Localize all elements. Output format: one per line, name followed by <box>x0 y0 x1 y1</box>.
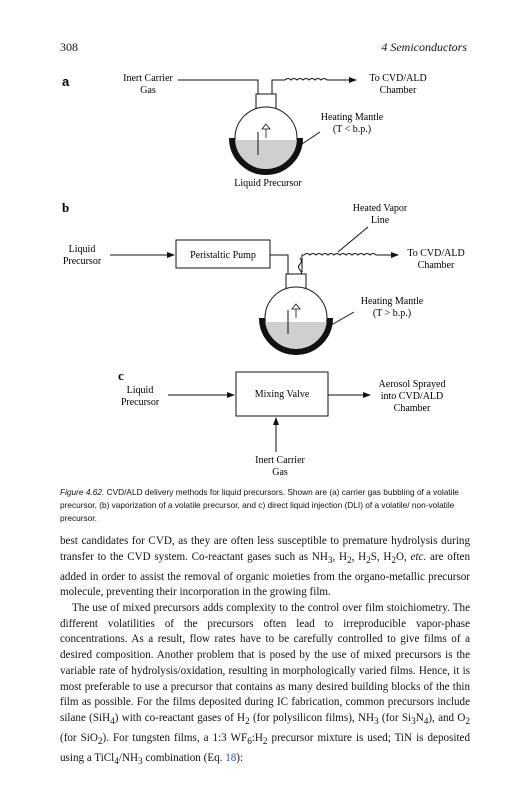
heated-vapor-pointer <box>337 226 369 253</box>
to-chamber-a-2: Chamber <box>380 85 417 96</box>
page-number: 308 <box>60 40 78 54</box>
to-chamber-a: To CVD/ALD <box>369 73 426 84</box>
panel-a-label: a <box>62 74 70 89</box>
inert-carrier-c-2: Gas <box>272 467 288 478</box>
peristaltic-pump-label: Peristaltic Pump <box>190 250 256 261</box>
heated-line-a <box>284 78 328 81</box>
heating-mantle-a-label-2: (T < b.p.) <box>333 124 371 135</box>
liquid-precursor-c-2: Precursor <box>121 397 160 408</box>
to-chamber-b-2: Chamber <box>418 260 455 271</box>
inert-carrier-gas-label-2: Gas <box>140 85 156 96</box>
paragraph-1: best candidates for CVD, as they are oft… <box>60 535 470 599</box>
peristaltic-pump-box <box>175 239 271 269</box>
aerosol-label: Aerosol Sprayed <box>379 379 446 390</box>
inert-carrier-c: Inert Carrier <box>255 455 305 466</box>
heated-vapor-label: Heated Vapor <box>353 203 408 214</box>
figure-diagram: a Inert Carrier Gas To CVD/ALD Chamber H… <box>62 73 465 478</box>
panel-c-label: c <box>118 368 124 383</box>
heating-mantle-b-label-2: (T > b.p.) <box>373 308 411 319</box>
aerosol-label-3: Chamber <box>394 403 431 414</box>
heating-mantle-a-label: Heating Mantle <box>321 112 384 123</box>
mantle-pointer-b <box>325 311 355 329</box>
mixing-valve-box <box>235 371 329 417</box>
liquid-precursor-b-2: Precursor <box>63 256 102 267</box>
liquid-precursor-b: Liquid <box>69 244 96 255</box>
inert-carrier-gas-label: Inert Carrier <box>123 73 173 84</box>
figure-caption: Figure 4.62. CVD/ALD delivery methods fo… <box>60 486 470 525</box>
figure-caption-text: CVD/ALD delivery methods for liquid prec… <box>60 487 459 523</box>
equation-ref-link[interactable]: 18 <box>225 751 237 764</box>
to-chamber-b: To CVD/ALD <box>407 248 464 259</box>
heating-mantle-b-label: Heating Mantle <box>361 296 424 307</box>
mixing-valve-label: Mixing Valve <box>255 389 310 400</box>
body-text: best candidates for CVD, as they are oft… <box>60 534 470 771</box>
aerosol-label-2: into CVD/ALD <box>381 391 444 402</box>
heating-mantle-a <box>229 137 303 175</box>
chapter-title: 4 Semiconductors <box>381 40 467 54</box>
panel-b-label: b <box>62 200 69 215</box>
heated-vapor-label-2: Line <box>371 215 390 226</box>
liquid-precursor-a: Liquid Precursor <box>234 178 302 189</box>
mantle-pointer-a <box>295 131 321 149</box>
paragraph-2: The use of mixed precursors adds complex… <box>60 602 471 768</box>
liquid-precursor-c: Liquid <box>127 385 154 396</box>
heating-mantle-b <box>259 317 333 355</box>
heated-line-b <box>303 253 377 256</box>
figure-caption-label: Figure 4.62. <box>60 487 105 497</box>
